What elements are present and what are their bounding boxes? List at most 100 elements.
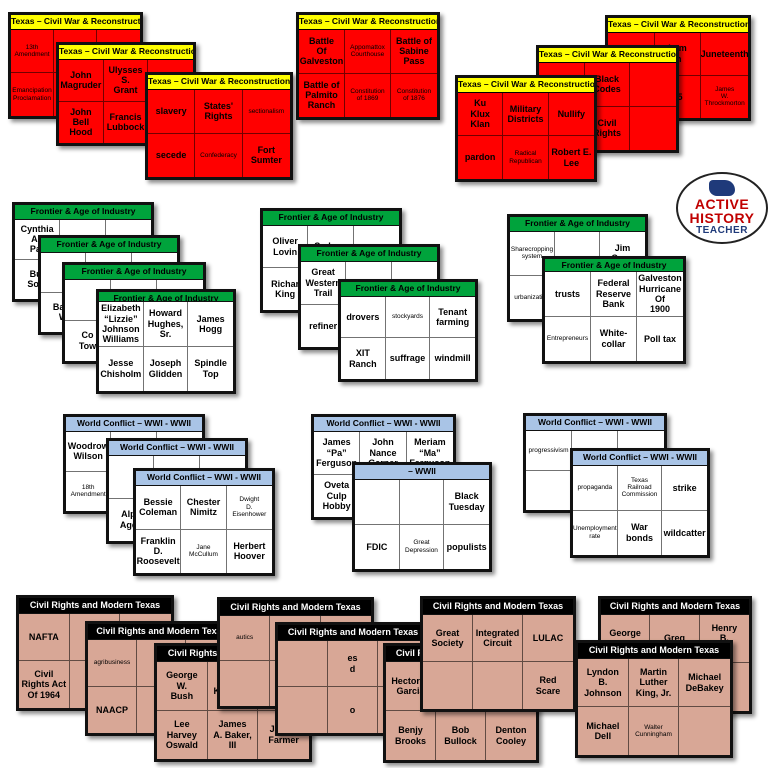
bingo-cell: Howard Hughes, Sr. xyxy=(143,302,189,347)
bingo-cell: Constitution of 1869 xyxy=(345,73,391,117)
bingo-cell: Ulysses S. Grant xyxy=(103,60,149,102)
bingo-cell: 18th Amendment xyxy=(66,471,112,511)
bingo-cell: Woodrow Wilson xyxy=(66,432,112,472)
bingo-cell: FDIC xyxy=(355,524,400,569)
bingo-cell: Battle of Sabine Pass xyxy=(391,30,437,74)
bingo-cell: Great Society xyxy=(423,615,473,662)
bingo-cell: Denton Cooley xyxy=(495,725,527,746)
bingo-cell: Military Districts xyxy=(503,93,549,136)
card-title: Texas – Civil War & Reconstruction xyxy=(148,75,290,90)
bingo-cell: Unemployment rate xyxy=(573,510,618,555)
bingo-cell: o xyxy=(328,687,378,733)
bingo-cell: Francis Lubbock xyxy=(104,101,149,143)
card-title: World Conflict – WWI - WWII xyxy=(66,417,202,432)
bingo-cell: slavery xyxy=(148,90,196,134)
card-title: Texas – Civil War & Reconstruction xyxy=(299,15,437,30)
bingo-cell: XIT Ranch xyxy=(341,338,386,379)
bingo-cell: propaganda xyxy=(573,466,618,511)
bingo-cell: Michael Dell xyxy=(578,707,629,755)
card-title: Frontier & Age of Industry xyxy=(510,217,645,232)
card-title: Texas – Civil War & Reconstruction xyxy=(458,78,594,93)
bingo-cell: pardon xyxy=(458,136,504,179)
bingo-cell: Poll tax xyxy=(643,333,676,344)
card-title: Civil Rights and Modern Texas xyxy=(423,599,573,615)
bingo-cell: drovers xyxy=(341,297,386,338)
bingo-cell xyxy=(679,707,730,755)
bingo-cell: Great Depression xyxy=(400,524,445,569)
bingo-cell: John Bell Hood xyxy=(59,101,104,143)
bingo-cell: secede xyxy=(148,133,196,177)
bingo-cell: Martin Luther King, Jr. xyxy=(628,659,680,707)
bingo-cell xyxy=(278,641,328,687)
bingo-cell: Battle of Palmito Ranch xyxy=(299,73,345,117)
bingo-cell: John Magruder xyxy=(59,60,104,102)
bingo-cell: Integrated Circuit xyxy=(473,615,523,662)
bingo-cell: Constitution of 1876 xyxy=(396,87,432,103)
bingo-cell: Robert E. Lee xyxy=(551,147,592,168)
bingo-cell: Civil Rights Act Of 1964 xyxy=(19,661,70,708)
bingo-cell: windmill xyxy=(434,353,471,364)
card-title: Texas – Civil War & Reconstruction xyxy=(11,15,140,30)
bingo-cell: suffrage xyxy=(386,338,431,379)
bingo-cell: Chester Nimitz xyxy=(181,486,227,530)
bingo-cell: Emancipation Proclamation xyxy=(11,73,54,116)
card-title: Frontier & Age of Industry xyxy=(15,205,151,220)
bingo-cell xyxy=(526,470,572,510)
bingo-cell: Ku Klux Klan xyxy=(458,93,504,136)
bingo-cell xyxy=(630,63,676,107)
bingo-cell: sectionalism xyxy=(242,90,290,134)
card-title: World Conflict – WWI - WWII xyxy=(314,417,453,432)
bingo-cell: progressivism xyxy=(526,431,572,471)
bingo-cell: stockyards xyxy=(385,297,431,338)
bingo-cell: strike xyxy=(662,466,707,511)
bingo-cell: Joseph Glidden xyxy=(144,346,189,391)
card-title: Frontier & Age of Industry xyxy=(65,265,203,280)
bingo-cell: es d xyxy=(328,641,378,687)
bingo-cell: James W. Throckmorton xyxy=(704,85,745,108)
card-title: Civil Rights and Modern Texas xyxy=(601,599,749,615)
card-title: Civil Rights and Modern Texas xyxy=(88,624,235,640)
bingo-cell: Texas Railroad Commission xyxy=(617,466,663,511)
card-title: Civil Rights and Modern Texas xyxy=(578,643,730,659)
bingo-cell: Dwight D. Eisenhower xyxy=(226,486,272,530)
bingo-cell: agribusiness xyxy=(88,640,137,687)
bingo-cell: Juneteenth xyxy=(701,33,748,76)
bingo-cell xyxy=(630,107,676,151)
card-title: Frontier & Age of Industry xyxy=(545,259,683,273)
bingo-cell: Appomattox Courthouse xyxy=(345,30,391,74)
bingo-cell: Confederacy xyxy=(195,133,243,177)
bingo-cell: Civil Rights xyxy=(585,106,631,150)
card-title: Civil Rights and Modern Texas xyxy=(278,625,428,641)
bingo-cell: autics xyxy=(220,616,271,661)
card-title: – WWII xyxy=(355,465,489,480)
active-history-teacher-logo: ACTIVE HISTORY TEACHER xyxy=(676,172,768,244)
card-title: Civil Rights and Modern Texas xyxy=(19,598,171,614)
bingo-cell: Walter Cunningham xyxy=(629,707,680,755)
bingo-cell xyxy=(355,480,400,525)
card-title: Civil Rights and Modern Texas xyxy=(220,600,371,616)
bingo-cell: wildcatter xyxy=(663,527,706,538)
bingo-cell: Elizabeth “Lizzie” Johnson Williams xyxy=(99,302,144,347)
card-title: Frontier & Age of Industry xyxy=(263,211,399,226)
bingo-cell: Jesse Chisholm xyxy=(99,346,144,391)
bingo-cell: Sharecropping system xyxy=(510,232,555,276)
card-title: Texas – Civil War & Reconstruction xyxy=(539,48,676,63)
